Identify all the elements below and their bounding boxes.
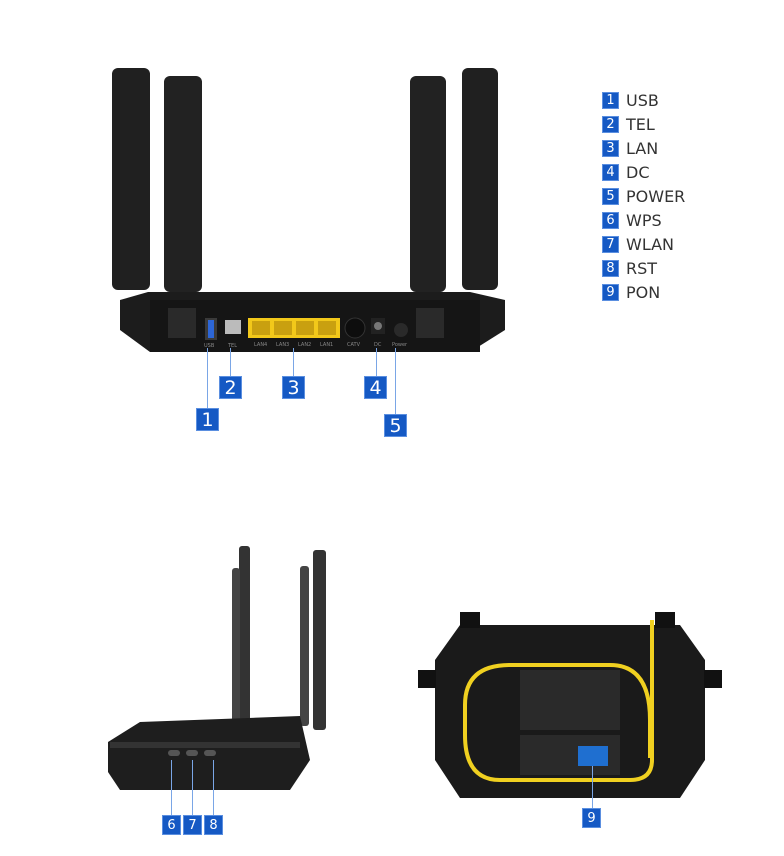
leader-line-pon <box>592 766 593 808</box>
leader-line-power <box>395 348 396 414</box>
port-label-catv: CATV <box>347 342 360 348</box>
legend-label: USB <box>626 90 659 110</box>
leader-line-lan <box>293 348 294 376</box>
legend-label: DC <box>626 162 650 182</box>
pon-connector <box>578 746 608 766</box>
legend-badge: 7 <box>602 235 619 253</box>
legend-item-rst: 8 RST <box>602 258 658 278</box>
legend-item-wlan: 7 WLAN <box>602 234 675 254</box>
legend-badge: 9 <box>602 283 619 301</box>
port-label-power: Power <box>392 342 408 348</box>
legend-label: PON <box>626 282 661 302</box>
legend-item-pon: 9 PON <box>602 282 661 302</box>
callout-2: 2 <box>219 376 242 399</box>
port-label-lan2: LAN2 <box>298 342 312 348</box>
legend-badge: 4 <box>602 163 619 181</box>
legend-badge: 3 <box>602 139 619 157</box>
leader-line-wps <box>171 760 172 815</box>
leader-line-tel <box>230 348 231 376</box>
callout-9: 9 <box>582 808 601 828</box>
leader-line-dc <box>376 348 377 376</box>
legend-item-dc: 4 DC <box>602 162 650 182</box>
legend-label: WLAN <box>626 234 675 254</box>
port-label-lan3: LAN3 <box>276 342 290 348</box>
port-label-lan1: LAN1 <box>320 342 334 348</box>
legend-item-usb: 1 USB <box>602 90 659 110</box>
leader-line-wlan <box>192 760 193 815</box>
callout-1: 1 <box>196 408 219 431</box>
catv-port <box>344 317 366 339</box>
callout-4: 4 <box>364 376 387 399</box>
callout-7: 7 <box>183 815 202 835</box>
back-view-router <box>112 68 505 352</box>
callout-8: 8 <box>204 815 223 835</box>
port-label-tel: TEL <box>228 343 237 349</box>
port-label-usb: USB <box>204 343 215 349</box>
leader-line-rst <box>213 760 214 815</box>
lan-ports <box>248 318 340 338</box>
side-view-router <box>108 546 326 790</box>
legend-item-power: 5 POWER <box>602 186 686 206</box>
legend-badge: 8 <box>602 259 619 277</box>
legend-item-wps: 6 WPS <box>602 210 662 230</box>
legend-badge: 2 <box>602 115 619 133</box>
callout-3: 3 <box>282 376 305 399</box>
legend-badge: 5 <box>602 187 619 205</box>
legend-badge: 1 <box>602 91 619 109</box>
legend-label: LAN <box>626 138 659 158</box>
legend-item-tel: 2 TEL <box>602 114 655 134</box>
legend-label: RST <box>626 258 658 278</box>
callout-6: 6 <box>162 815 181 835</box>
port-label-dc: DC <box>374 342 382 348</box>
tel-port <box>225 320 241 334</box>
port-label-lan4: LAN4 <box>254 342 268 348</box>
legend-label: POWER <box>626 186 686 206</box>
legend-badge: 6 <box>602 211 619 229</box>
callout-5: 5 <box>384 414 407 437</box>
leader-line-usb <box>207 348 208 408</box>
legend-label: WPS <box>626 210 662 230</box>
power-button <box>394 323 408 337</box>
legend-item-lan: 3 LAN <box>602 138 659 158</box>
legend-label: TEL <box>626 114 655 134</box>
bottom-view-router <box>418 612 722 798</box>
